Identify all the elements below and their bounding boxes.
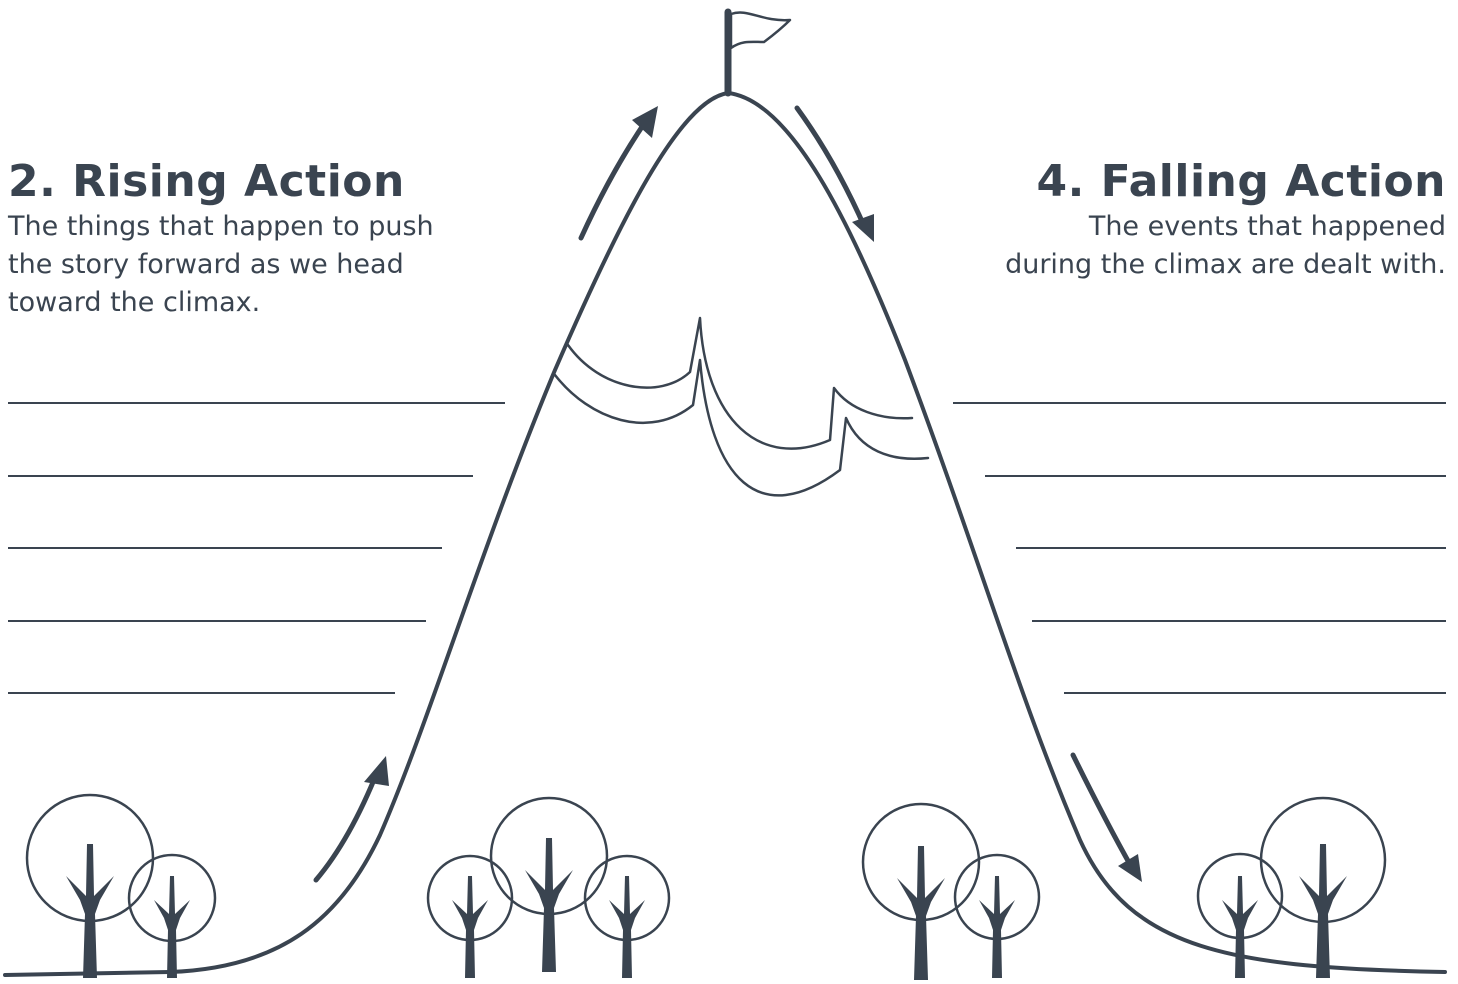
snow-cap-lower (553, 358, 930, 497)
rising-action-description: The things that happen to push the story… (8, 208, 434, 322)
arrow-falling-lower-icon (1070, 752, 1135, 871)
rising-action-line-3: toward the climax. (8, 287, 261, 318)
arrow-rising-upper-icon (578, 115, 651, 241)
rising-action-write-line[interactable] (8, 692, 395, 694)
mountain-outline (3, 91, 1447, 977)
arrowhead-rising-lower (364, 756, 389, 786)
rising-action-write-line[interactable] (8, 475, 473, 477)
falling-action-write-line[interactable] (1032, 620, 1446, 622)
arrowhead-falling-upper (852, 214, 874, 242)
falling-action-write-line[interactable] (1064, 692, 1446, 694)
falling-action-write-line[interactable] (985, 475, 1446, 477)
rising-action-write-line[interactable] (8, 547, 442, 549)
arrow-rising-lower-icon (313, 767, 381, 883)
rising-action-write-line[interactable] (8, 620, 426, 622)
arrow-falling-upper-icon (794, 105, 868, 231)
rising-action-write-line[interactable] (8, 402, 505, 404)
falling-action-title: 4. Falling Action (1036, 156, 1446, 207)
falling-action-write-line[interactable] (953, 402, 1446, 404)
falling-action-line-2: during the climax are dealt with. (1005, 249, 1446, 280)
rising-action-line-1: The things that happen to push (8, 211, 434, 242)
arrowhead-falling-lower (1118, 854, 1142, 882)
snow-cap-upper (566, 316, 914, 450)
trees (66, 838, 1347, 980)
falling-action-write-line[interactable] (1016, 547, 1446, 549)
falling-action-line-1: The events that happened (1088, 211, 1446, 242)
arrowhead-rising-upper (632, 106, 658, 138)
falling-action-description: The events that happened during the clim… (1005, 208, 1446, 284)
flag-icon (729, 11, 792, 50)
rising-action-title: 2. Rising Action (8, 156, 405, 207)
rising-action-line-2: the story forward as we head (8, 249, 404, 280)
